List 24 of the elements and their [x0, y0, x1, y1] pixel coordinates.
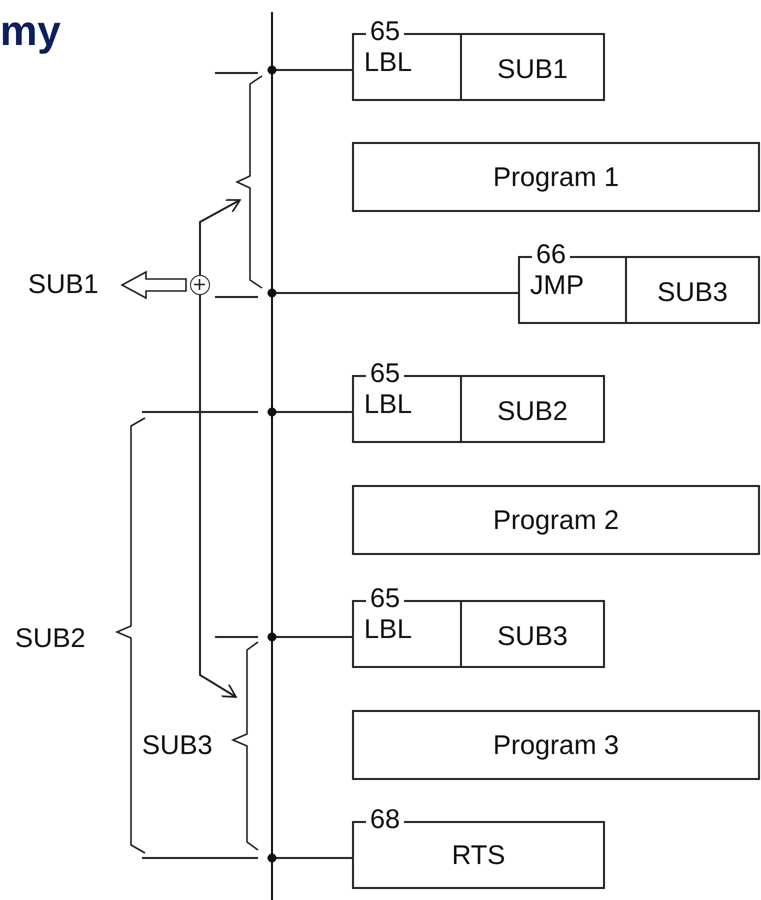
- vertical-rail-line: [271, 12, 273, 900]
- instruction-text: RTS: [452, 842, 506, 868]
- heading-text: my: [0, 10, 61, 52]
- brace-label: SUB3: [142, 732, 213, 759]
- program-text: Program 3: [492, 732, 620, 758]
- arrow: [199, 295, 237, 698]
- operand-text: SUB1: [497, 56, 568, 82]
- program-box: [352, 142, 760, 212]
- subroutine-label: SUB1: [28, 271, 99, 298]
- summing-circle: [190, 275, 210, 295]
- arrow: [199, 199, 241, 275]
- program-text: Program 1: [492, 164, 620, 190]
- program-box: [352, 485, 760, 555]
- instruction-text: JMP: [530, 272, 584, 299]
- program-box: [352, 710, 760, 780]
- program-text: Program 2: [492, 506, 620, 534]
- operand-text: SUB3: [497, 622, 568, 650]
- instruction-text: LBL: [364, 616, 412, 643]
- instruction-text: LBL: [364, 391, 412, 418]
- hollow-arrow: [120, 270, 187, 300]
- operand-text: SUB2: [497, 398, 568, 424]
- brace-label: SUB2: [15, 625, 86, 652]
- operand-text: SUB3: [657, 278, 728, 306]
- instruction-text: LBL: [364, 49, 412, 76]
